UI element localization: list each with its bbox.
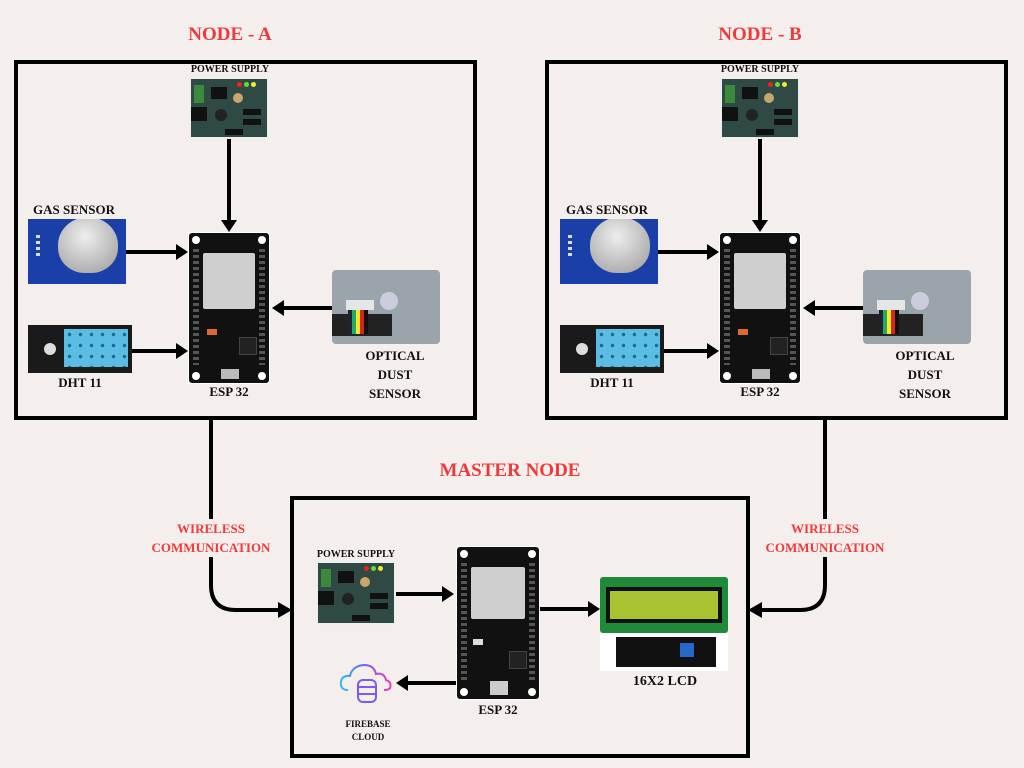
node-b-dht11-label: DHT 11	[590, 375, 634, 390]
node-a-gas-wire	[126, 250, 178, 254]
node-b-dust-sensor-label: OPTICAL DUST SENSOR	[865, 346, 985, 403]
node-a-dust-wire	[284, 306, 332, 310]
node-b-dht-wire	[664, 349, 709, 353]
node-b-dust-label-line2: DUST	[907, 367, 943, 382]
node-b-dust-wire	[815, 306, 863, 310]
master-node-box	[290, 496, 750, 758]
node-b-power-supply-label: POWER SUPPLY	[720, 64, 800, 75]
master-cloud-wire	[408, 681, 456, 685]
master-esp32-label: ESP 32	[478, 702, 518, 717]
node-a-dust-arrowhead	[272, 300, 284, 316]
node-b-power-arrowhead	[752, 220, 768, 232]
node-a-power-supply-label: POWER SUPPLY	[190, 64, 270, 75]
node-b-dust-sensor-image	[863, 270, 971, 344]
master-lcd-label: 16X2 LCD	[632, 674, 698, 689]
node-b-esp32-label: ESP 32	[740, 384, 780, 399]
firebase-label-line2: CLOUD	[351, 732, 385, 742]
master-power-supply-label: POWER SUPPLY	[316, 549, 396, 560]
firebase-label-line1: FIREBASE	[345, 719, 391, 729]
master-lcd-wire	[540, 607, 588, 611]
node-b-dust-label-line3: SENSOR	[898, 386, 952, 401]
node-b-gas-wire	[658, 250, 709, 254]
node-a-gas-arrowhead	[176, 244, 188, 260]
node-a-title: NODE - A	[188, 24, 272, 45]
node-a-power-wire	[227, 139, 231, 222]
node-a-gas-sensor-image	[28, 219, 126, 284]
node-b-box	[545, 60, 1008, 420]
node-a-power-supply-image	[189, 77, 269, 139]
node-b-title: NODE - B	[718, 24, 802, 45]
node-a-dust-label-line3: SENSOR	[368, 386, 422, 401]
master-cloud-arrowhead	[396, 675, 408, 691]
master-esp32-image	[456, 546, 540, 700]
node-b-gas-arrowhead	[707, 244, 719, 260]
node-a-dht-wire	[132, 349, 178, 353]
node-b-dust-arrowhead	[803, 300, 815, 316]
node-a-esp32-image	[188, 232, 270, 384]
node-a-dust-label-line2: DUST	[377, 367, 413, 382]
wireless-left-line2: COMMUNICATION	[151, 540, 271, 555]
wireless-link-right-label: WIRELESS COMMUNICATION	[758, 519, 892, 557]
node-a-dht11-label: DHT 11	[58, 375, 102, 390]
node-a-gas-sensor-label: GAS SENSOR	[33, 202, 115, 217]
wireless-right-line1: WIRELESS	[791, 521, 859, 536]
node-b-gas-sensor-label: GAS SENSOR	[566, 202, 648, 217]
cloud-database-icon	[338, 660, 398, 704]
master-i2c-module-image	[600, 633, 728, 671]
node-b-gas-sensor-image	[560, 219, 658, 284]
master-power-wire	[396, 592, 442, 596]
wireless-left-line1: WIRELESS	[177, 521, 245, 536]
wireless-right-line2: COMMUNICATION	[765, 540, 885, 555]
node-a-dust-sensor-label: OPTICAL DUST SENSOR	[335, 346, 455, 403]
node-b-power-wire	[758, 139, 762, 222]
master-power-arrowhead	[442, 586, 454, 602]
master-lcd-arrowhead	[588, 601, 600, 617]
master-power-supply-image	[316, 561, 396, 625]
node-a-dht-arrowhead	[176, 343, 188, 359]
node-a-dust-label-line1: OPTICAL	[365, 348, 425, 363]
node-a-esp32-label: ESP 32	[209, 384, 249, 399]
wireless-link-left-arrowhead	[278, 602, 292, 618]
wireless-link-right-line	[760, 420, 827, 612]
node-a-power-arrowhead	[221, 220, 237, 232]
node-a-dust-sensor-image	[332, 270, 440, 344]
node-b-power-supply-image	[720, 77, 800, 139]
master-node-title: MASTER NODE	[439, 460, 581, 481]
node-b-dust-label-line1: OPTICAL	[895, 348, 955, 363]
node-a-dht11-image	[28, 325, 132, 373]
node-a-box	[14, 60, 477, 420]
wireless-link-left-line	[209, 420, 280, 612]
node-b-esp32-image	[719, 232, 801, 384]
wireless-link-left-label: WIRELESS COMMUNICATION	[144, 519, 278, 557]
master-lcd-image	[600, 577, 728, 633]
firebase-cloud-label: FIREBASE CLOUD	[325, 718, 411, 744]
wireless-link-right-arrowhead	[748, 602, 762, 618]
node-b-dht-arrowhead	[707, 343, 719, 359]
node-b-dht11-image	[560, 325, 664, 373]
